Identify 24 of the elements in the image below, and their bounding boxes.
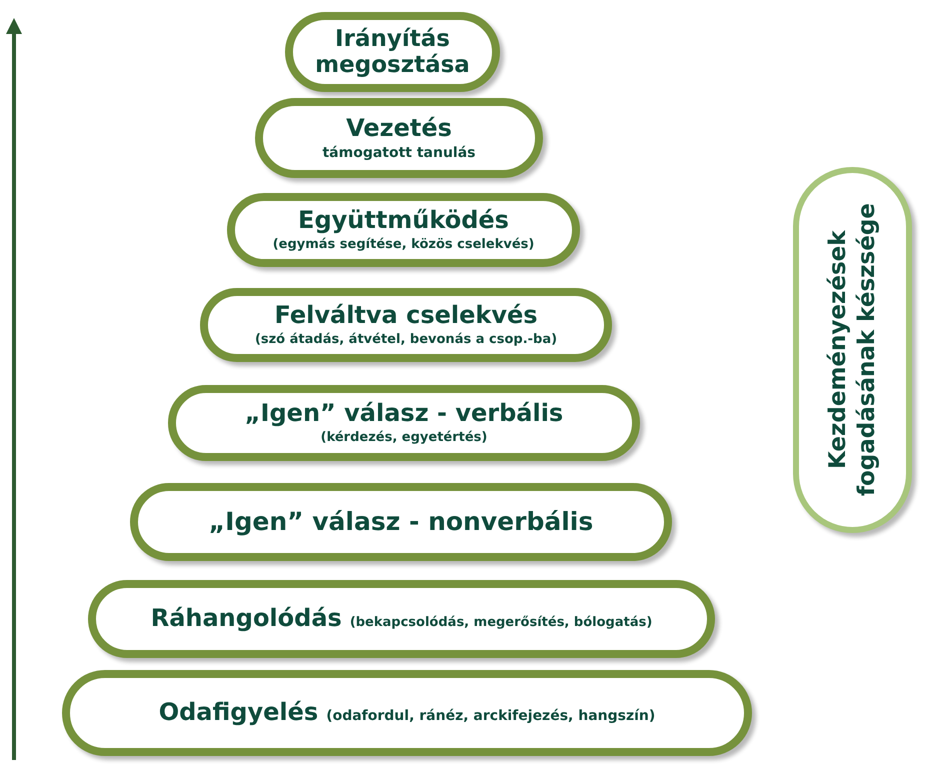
level-description: (odafordul, ránéz, arckifejezés, hangszín) xyxy=(326,708,656,724)
level-title: Együttműködés xyxy=(298,207,509,235)
side-pill xyxy=(793,167,912,533)
level-pill xyxy=(285,12,500,92)
level-pill xyxy=(88,580,715,658)
level-description: támogatott tanulás xyxy=(322,145,476,162)
level-title: „Igen” válasz - nonverbális xyxy=(208,508,594,536)
level-pill xyxy=(168,385,640,461)
level-pill xyxy=(62,670,752,756)
level-description: (szó átadás, átvétel, bevonás a csop.-ba) xyxy=(254,332,558,348)
level-pill xyxy=(200,288,612,362)
level-title: Odafigyelés xyxy=(158,699,318,727)
level-pill xyxy=(227,193,580,267)
level-pill xyxy=(255,98,543,178)
level-pill xyxy=(130,483,672,561)
level-description: (bekapcsolódás, megerősítés, bólogatás) xyxy=(350,616,652,632)
level-title: Vezetés xyxy=(346,114,452,142)
level-description: (kérdezés, egyetértés) xyxy=(320,430,488,446)
vertical-label: Kezdeményezések fogadásának készsége xyxy=(824,202,880,498)
level-title: Ráhangolódás xyxy=(150,605,342,633)
level-title: „Igen” válasz - verbális xyxy=(244,400,564,428)
level-title: Felváltva cselekvés xyxy=(274,302,538,330)
level-title: Irányítás megosztása xyxy=(314,26,471,78)
level-description: (egymás segítése, közös cselekvés) xyxy=(272,238,534,253)
